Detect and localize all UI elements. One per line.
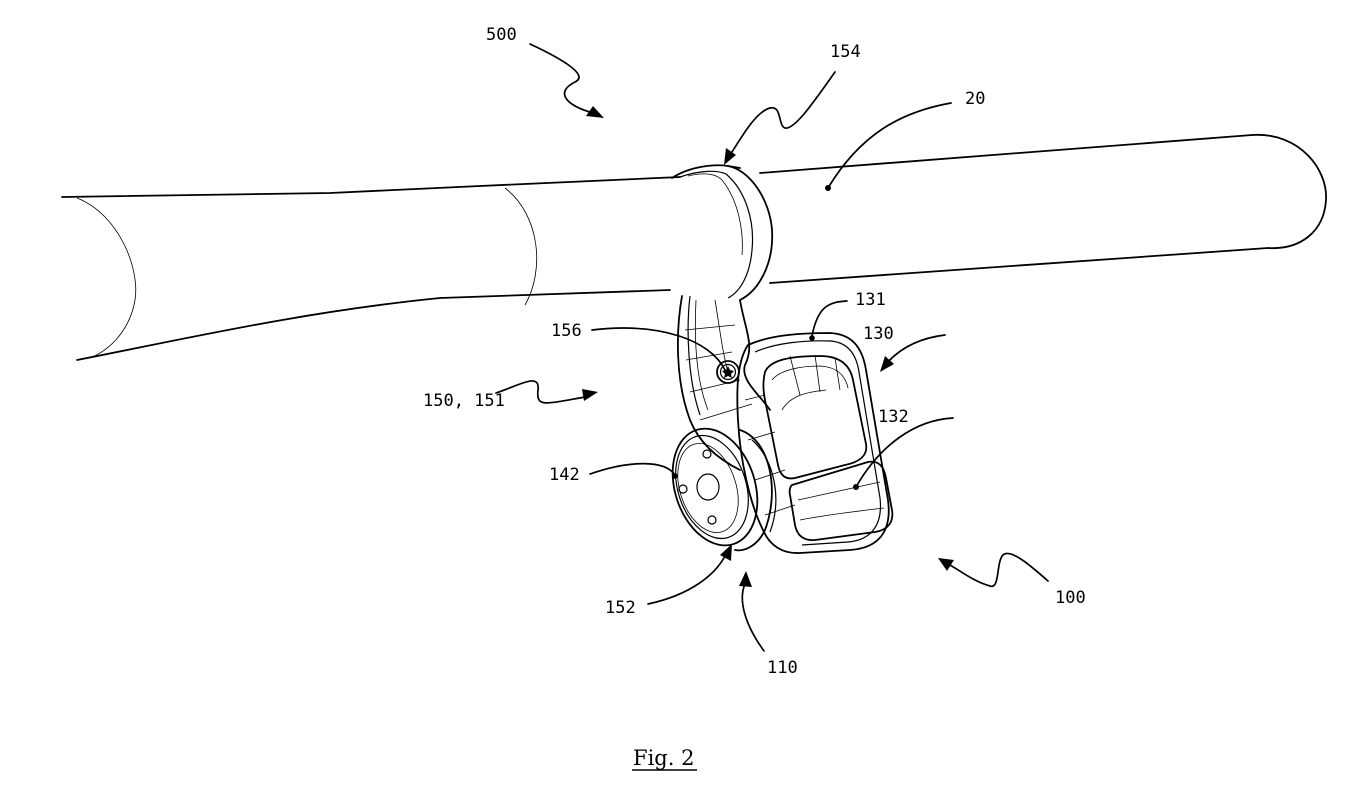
label-110: 110 (767, 658, 798, 678)
label-130: 130 (863, 324, 894, 344)
leader-154 (724, 71, 836, 165)
leader-130 (880, 334, 946, 372)
button-housing (736, 332, 894, 554)
leader-131 (809, 300, 848, 341)
clamp-ring (671, 164, 774, 301)
label-154: 154 (830, 42, 861, 62)
label-500: 500 (486, 25, 517, 45)
label-156: 156 (551, 321, 582, 341)
leader-500 (529, 43, 604, 118)
label-20: 20 (965, 89, 985, 109)
leader-100 (938, 552, 1049, 587)
leader-152 (647, 544, 732, 605)
label-132: 132 (878, 407, 909, 427)
label-131: 131 (855, 290, 886, 310)
leader-132 (853, 417, 954, 490)
mount-arm (677, 295, 771, 471)
leader-150-151 (495, 380, 598, 404)
label-142: 142 (549, 465, 580, 485)
leader-142 (589, 462, 678, 479)
leader-110 (739, 571, 765, 652)
label-100: 100 (1055, 588, 1086, 608)
rotary-knob (671, 427, 777, 552)
label-152: 152 (605, 598, 636, 618)
label-150-151: 150, 151 (423, 391, 505, 411)
leader-20 (825, 102, 952, 191)
figure-caption: Fig. 2 (633, 746, 694, 770)
leader-156 (591, 327, 726, 371)
